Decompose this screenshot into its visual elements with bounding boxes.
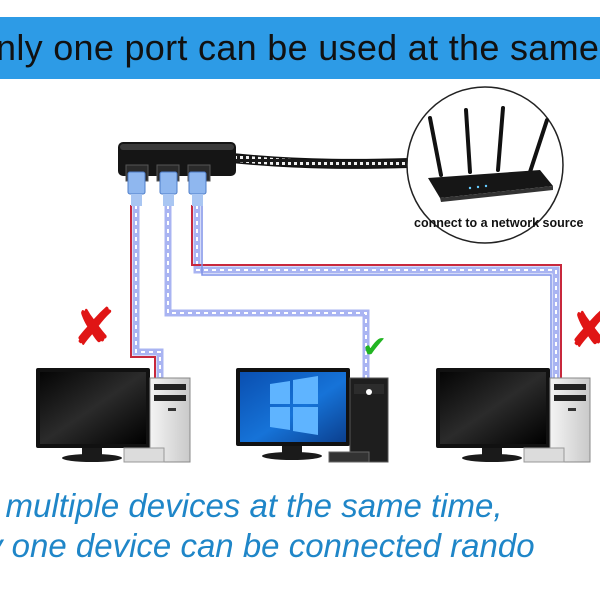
- connected-check-icon: ✔: [362, 330, 388, 365]
- router-label: connect to a network source: [414, 216, 584, 230]
- rj45-plug-icon: [127, 171, 207, 206]
- cable-left: [130, 205, 164, 380]
- monitor-icon: [236, 368, 350, 460]
- header-banner: nly one port can be used at the same ti: [0, 17, 600, 79]
- caption-line-1: e multiple devices at the same time,: [0, 487, 503, 524]
- monitor-icon: [436, 368, 550, 462]
- cable-right: [191, 205, 562, 378]
- banner-title: nly one port can be used at the same ti: [0, 27, 600, 68]
- computer-left: [36, 368, 191, 463]
- tower-icon: [328, 377, 389, 463]
- monitor-icon: [36, 368, 150, 462]
- router-callout: [406, 86, 564, 244]
- not-connected-x-icon-left: ✘: [72, 298, 116, 358]
- tower-icon: [523, 377, 591, 463]
- cable-middle: [164, 205, 370, 380]
- computer-middle: [236, 368, 389, 463]
- tower-icon: [123, 377, 191, 463]
- router-icon: [428, 106, 553, 202]
- not-connected-x-icon-right: ✘: [568, 300, 600, 360]
- caption-line-2: y one device can be connected rando: [0, 527, 535, 564]
- computer-right: [436, 368, 591, 463]
